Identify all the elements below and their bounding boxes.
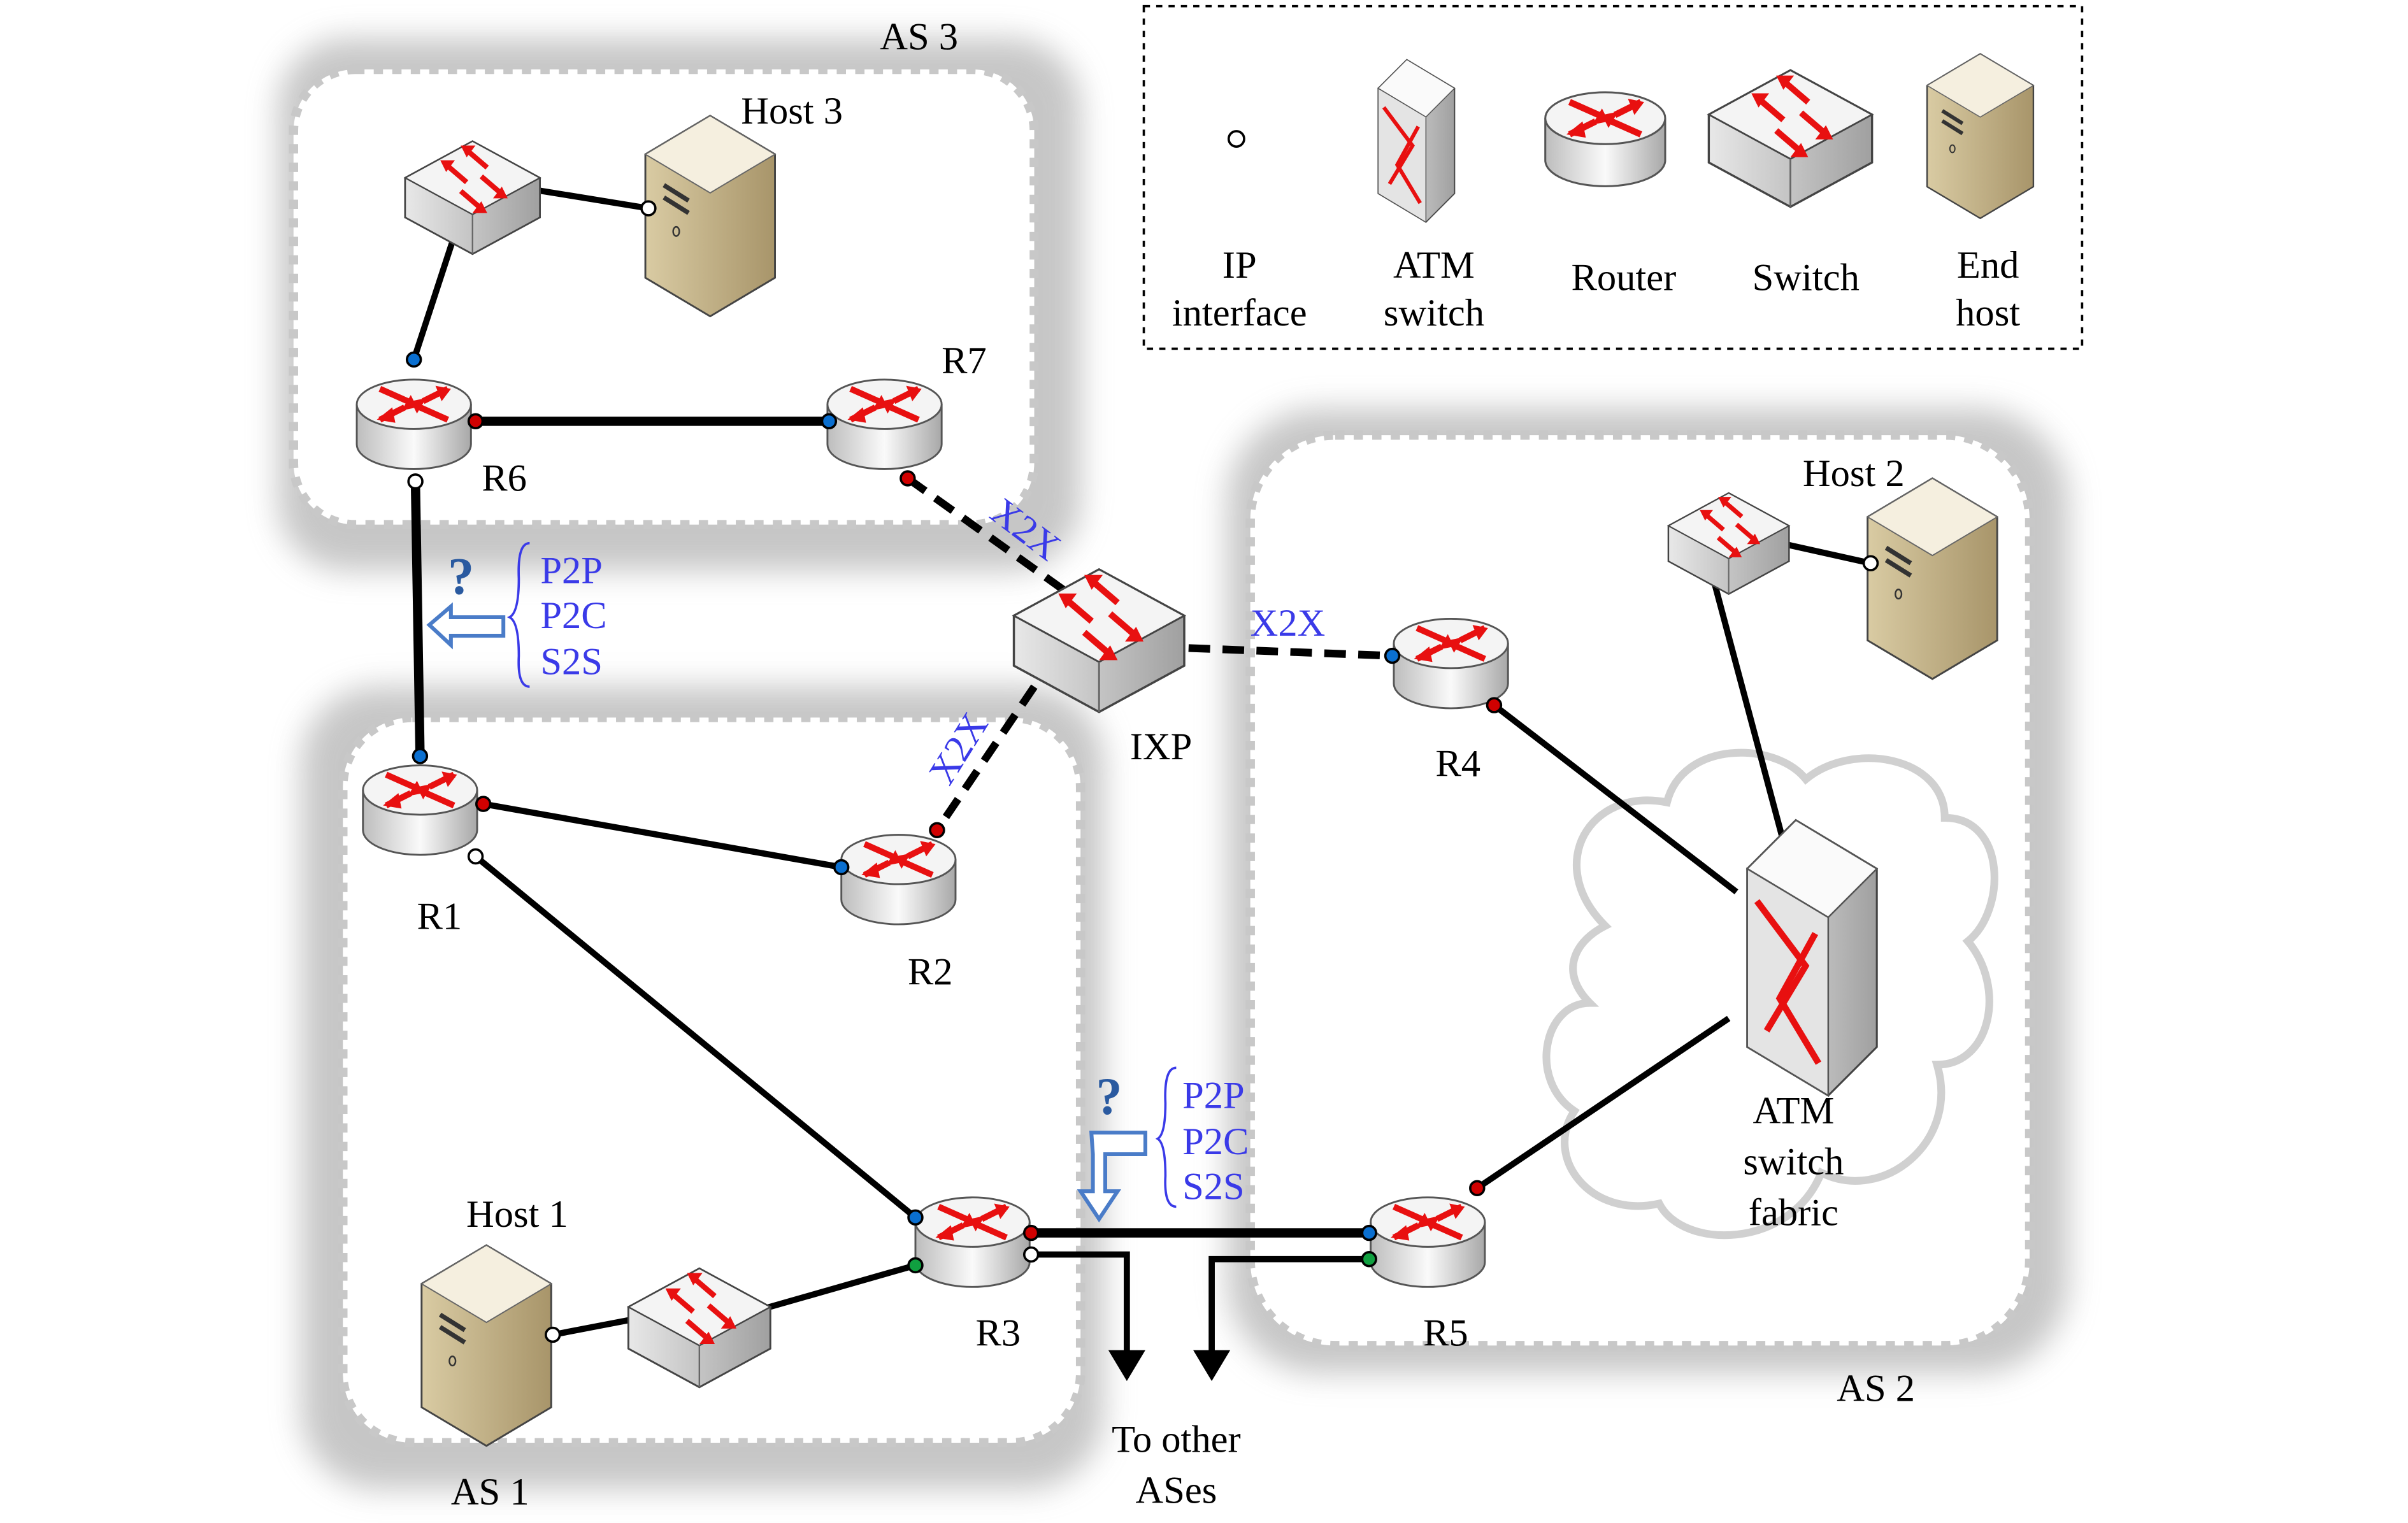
relationship-annotation-as3-as1: ? P2P P2C S2S [426, 541, 607, 688]
atm-fabric-label-1: ATM [1752, 1090, 1834, 1133]
router-r3[interactable] [915, 1198, 1029, 1287]
host1-label: Host 1 [466, 1193, 568, 1236]
relation-option-p2p: P2P [1182, 1074, 1245, 1117]
link-ixp-r4 [1188, 644, 1393, 660]
router-r2[interactable] [842, 835, 956, 925]
router-r4[interactable] [1394, 618, 1508, 708]
other-ases-label-2: ASes [1135, 1469, 1217, 1512]
legend-label-host-2: host [1956, 292, 2020, 334]
relation-option-p2c: P2C [540, 594, 606, 637]
link-switch2-host2 [1786, 541, 1872, 566]
brace-icon [1155, 1066, 1177, 1208]
arrow-down-icon [1108, 1350, 1145, 1382]
r2-label: R2 [908, 951, 953, 994]
arrow-left-icon [426, 602, 506, 650]
question-icon: ? [1096, 1068, 1122, 1126]
legend-label-switch: Switch [1752, 256, 1860, 299]
legend-label-ip-1: IP [1222, 244, 1257, 287]
legend-label-ip-2: interface [1172, 292, 1307, 334]
link-r6-r1 [410, 481, 425, 757]
link-ixp-r2 [933, 684, 1038, 833]
link-r1-r2 [482, 801, 842, 871]
host1[interactable] [422, 1245, 551, 1446]
end-host-icon [1927, 54, 2033, 218]
atm-fabric-label-3: fabric [1749, 1191, 1838, 1234]
link-r3-other-ases [1031, 1251, 1130, 1358]
ip-interfaces [405, 200, 1879, 1343]
link-switch3-host3 [524, 185, 649, 211]
relation-option-s2s: S2S [1182, 1165, 1245, 1208]
relation-option-p2p: P2P [540, 550, 603, 592]
atm-switch-icon [1378, 60, 1454, 222]
question-icon: ? [448, 548, 474, 606]
x2x-label-r4: X2X [1251, 602, 1326, 645]
host3[interactable] [645, 116, 775, 317]
router-r7[interactable] [828, 380, 942, 469]
router-r1[interactable] [363, 766, 477, 855]
r3-label: R3 [975, 1312, 1021, 1354]
link-r5-atm [1475, 1015, 1731, 1191]
relation-option-p2c: P2C [1182, 1120, 1249, 1163]
router-icon [1545, 92, 1665, 187]
host2-label: Host 2 [1803, 452, 1905, 495]
link-r1-r3 [473, 854, 918, 1220]
link-switch1-r3 [763, 1262, 917, 1312]
relation-option-s2s: S2S [540, 641, 603, 683]
legend-label-host-1: End [1957, 244, 2019, 287]
legend-label-atm-2: switch [1384, 292, 1484, 334]
host2[interactable] [1868, 478, 1997, 679]
arrow-down-bend-icon [1077, 1131, 1147, 1223]
link-r4-atm [1492, 703, 1738, 895]
relationship-annotation-as1-as2: ? P2P P2C S2S [1077, 1066, 1249, 1223]
link-r5-other-ases [1208, 1255, 1370, 1358]
other-ases-label-1: To other [1112, 1419, 1241, 1461]
r5-label: R5 [1423, 1312, 1468, 1354]
link-switch2-atm [1710, 578, 1791, 857]
link-host1-switch1 [552, 1316, 634, 1338]
atm-fabric-label-2: switch [1743, 1141, 1844, 1183]
host3-label: Host 3 [741, 90, 843, 132]
brace-icon [506, 541, 530, 688]
r7-label: R7 [942, 340, 987, 382]
r4-label: R4 [1435, 743, 1480, 785]
legend-label-router: Router [1572, 256, 1677, 299]
arrow-down-icon [1193, 1350, 1231, 1382]
as3-label: AS 3 [880, 16, 958, 59]
atm-switch-fabric[interactable] [1747, 820, 1877, 1096]
router-r5[interactable] [1371, 1198, 1485, 1287]
ixp-label: IXP [1130, 726, 1193, 768]
ip-interface-icon [1227, 130, 1245, 148]
router-r6[interactable] [357, 380, 471, 469]
r1-label: R1 [417, 895, 462, 938]
as2-label: AS 2 [1837, 1368, 1915, 1410]
as1-label: AS 1 [451, 1471, 529, 1513]
legend-label-atm-1: ATM [1393, 244, 1475, 287]
r6-label: R6 [482, 457, 527, 499]
